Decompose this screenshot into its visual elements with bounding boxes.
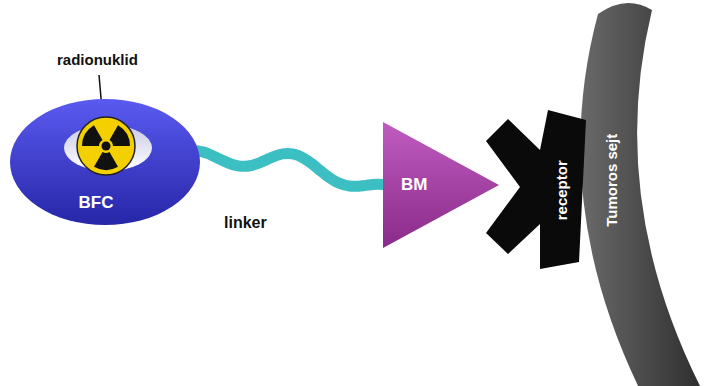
receptor-shape: receptor bbox=[484, 106, 590, 272]
shape-outline bbox=[383, 122, 499, 248]
node-label: receptor bbox=[554, 160, 571, 220]
chelator-torus: BFC bbox=[8, 95, 204, 231]
node-label: Tumoros sejt bbox=[604, 133, 621, 226]
torus-body bbox=[10, 99, 200, 225]
biomolecule-triangle: BM bbox=[383, 122, 499, 248]
radiation-symbol bbox=[77, 117, 135, 175]
tumor-band bbox=[580, 3, 702, 386]
linker-chain bbox=[198, 151, 387, 187]
triangle-body bbox=[383, 122, 499, 248]
node-label: BM bbox=[401, 176, 427, 195]
connector-label: linker bbox=[224, 214, 267, 232]
node-label: BFC bbox=[79, 194, 114, 213]
receptor-body bbox=[486, 110, 586, 269]
part-label: radionuklid bbox=[57, 52, 138, 69]
shape-outline bbox=[484, 106, 590, 272]
